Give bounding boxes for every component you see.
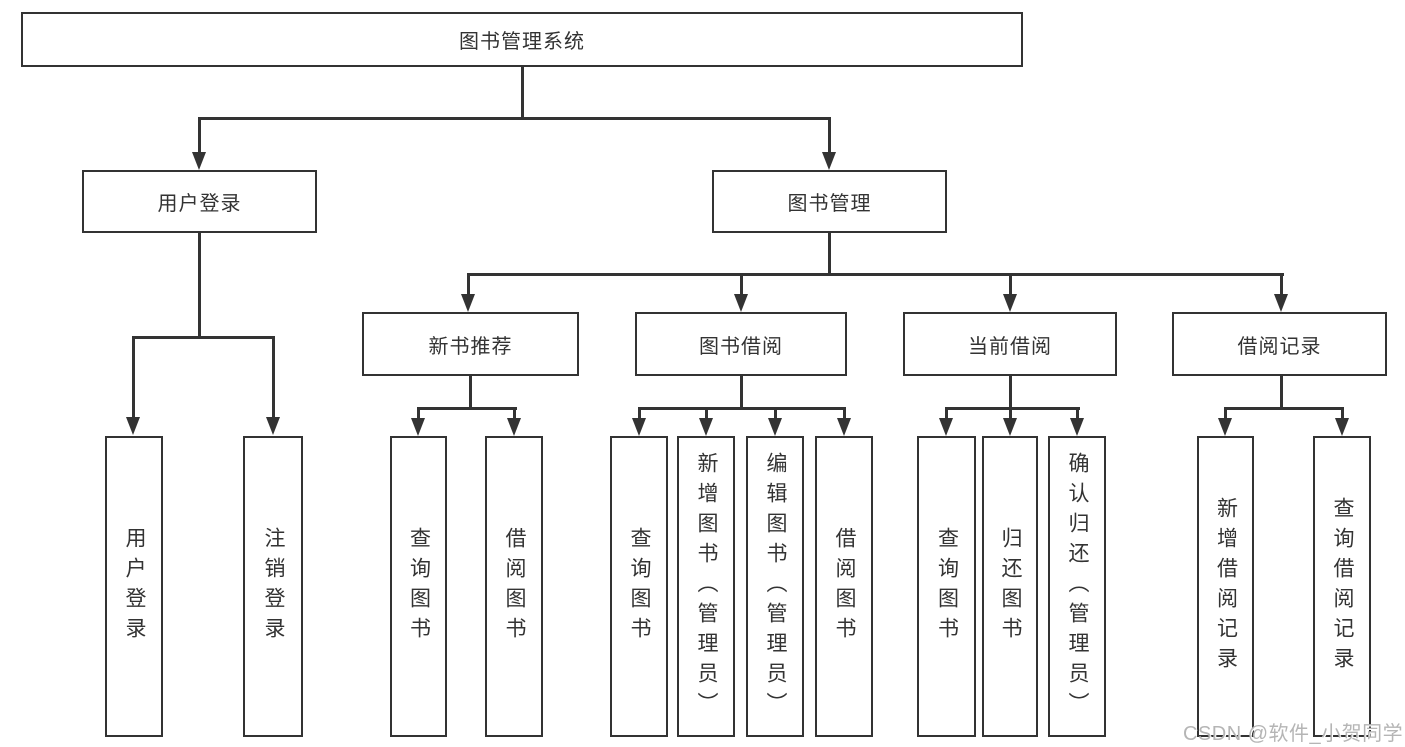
node-current-borrowing: 当前借阅 xyxy=(903,312,1117,376)
connector-line xyxy=(417,407,420,421)
connector-line xyxy=(945,407,948,421)
connector-line xyxy=(467,273,1284,276)
connector-line xyxy=(521,67,524,119)
leaf-label: 确认归还（管理员） xyxy=(1066,451,1089,722)
arrow-down-icon xyxy=(1274,294,1288,312)
connector-line xyxy=(1076,407,1079,421)
leaf-edit-books-admin: 编辑图书（管理员） xyxy=(746,436,804,737)
leaf-borrow-books: 借阅图书 xyxy=(815,436,873,737)
leaf-label: 用户登录 xyxy=(123,526,146,647)
leaf-return-books: 归还图书 xyxy=(982,436,1038,737)
leaf-user-login: 用户登录 xyxy=(105,436,163,737)
arrow-down-icon xyxy=(632,418,646,436)
root-node-library-management-system: 图书管理系统 xyxy=(21,12,1023,67)
leaf-label: 查询图书 xyxy=(407,526,431,647)
leaf-label: 编辑图书（管理员） xyxy=(764,451,787,722)
arrow-down-icon xyxy=(734,294,748,312)
arrow-down-icon xyxy=(126,417,140,435)
leaf-add-borrow-record: 新增借阅记录 xyxy=(1197,436,1254,737)
connector-line xyxy=(272,336,275,420)
arrow-down-icon xyxy=(1335,418,1349,436)
node-book-borrowing: 图书借阅 xyxy=(635,312,847,376)
leaf-query-borrow-record: 查询借阅记录 xyxy=(1313,436,1371,737)
arrow-down-icon xyxy=(1218,418,1232,436)
connector-line xyxy=(1224,407,1227,421)
connector-line xyxy=(945,407,1080,410)
connector-line xyxy=(198,233,201,339)
connector-line xyxy=(1224,407,1344,410)
connector-line xyxy=(638,407,846,410)
csdn-watermark: CSDN @软件_小贺同学 xyxy=(1183,723,1404,745)
connector-line xyxy=(198,117,201,155)
node-current-borrowing-label: 当前借阅 xyxy=(968,335,1052,358)
connector-line xyxy=(740,376,743,410)
connector-line xyxy=(774,407,777,421)
node-book-management: 图书管理 xyxy=(712,170,947,233)
leaf-confirm-return-admin: 确认归还（管理员） xyxy=(1048,436,1106,737)
connector-line xyxy=(740,273,743,297)
arrow-down-icon xyxy=(699,418,713,436)
arrow-down-icon xyxy=(461,294,475,312)
connector-line xyxy=(1280,376,1283,410)
leaf-label: 新增图书（管理员） xyxy=(695,451,718,722)
arrow-down-icon xyxy=(1003,294,1017,312)
arrow-down-icon xyxy=(837,418,851,436)
arrow-down-icon xyxy=(411,418,425,436)
connector-line xyxy=(1280,273,1283,297)
connector-line xyxy=(467,273,470,297)
node-user-login: 用户登录 xyxy=(82,170,317,233)
leaf-add-books-admin: 新增图书（管理员） xyxy=(677,436,735,737)
connector-line xyxy=(1009,273,1012,297)
node-book-management-label: 图书管理 xyxy=(787,193,872,215)
leaf-label: 注销登录 xyxy=(262,526,285,647)
connector-line xyxy=(828,233,831,276)
arrow-down-icon xyxy=(1070,418,1084,436)
leaf-query-books-current: 查询图书 xyxy=(917,436,976,737)
node-new-book-recommendation: 新书推荐 xyxy=(362,312,579,376)
leaf-label: 查询借阅记录 xyxy=(1331,496,1354,677)
connector-line xyxy=(1341,407,1344,421)
leaf-borrow-books-recommend: 借阅图书 xyxy=(485,436,543,737)
root-node-label: 图书管理系统 xyxy=(459,31,585,53)
leaf-query-books-recommend: 查询图书 xyxy=(390,436,447,737)
connector-line xyxy=(1009,407,1012,421)
arrow-down-icon xyxy=(822,152,836,170)
connector-line xyxy=(417,407,517,410)
connector-line xyxy=(132,336,275,339)
leaf-label: 归还图书 xyxy=(999,526,1022,647)
node-book-borrowing-label: 图书借阅 xyxy=(699,335,783,358)
arrow-down-icon xyxy=(266,417,280,435)
connector-line xyxy=(132,336,135,420)
connector-line xyxy=(1009,376,1012,410)
node-borrowing-records: 借阅记录 xyxy=(1172,312,1387,376)
leaf-logout: 注销登录 xyxy=(243,436,303,737)
leaf-label: 借阅图书 xyxy=(833,526,856,647)
node-user-login-label: 用户登录 xyxy=(157,193,242,215)
leaf-query-books-borrowing: 查询图书 xyxy=(610,436,668,737)
leaf-label: 新增借阅记录 xyxy=(1214,496,1238,677)
leaf-label: 查询图书 xyxy=(628,526,651,647)
connector-line xyxy=(705,407,708,421)
connector-line xyxy=(469,376,472,410)
node-borrowing-records-label: 借阅记录 xyxy=(1237,335,1322,358)
connector-line xyxy=(198,117,831,120)
arrow-down-icon xyxy=(192,152,206,170)
node-new-book-recommendation-label: 新书推荐 xyxy=(428,335,513,358)
connector-line xyxy=(638,407,641,421)
arrow-down-icon xyxy=(939,418,953,436)
leaf-label: 查询图书 xyxy=(935,526,959,647)
leaf-label: 借阅图书 xyxy=(503,526,526,647)
connector-line xyxy=(843,407,846,421)
connector-line xyxy=(828,117,831,155)
connector-line xyxy=(513,407,516,421)
arrow-down-icon xyxy=(768,418,782,436)
arrow-down-icon xyxy=(507,418,521,436)
arrow-down-icon xyxy=(1003,418,1017,436)
